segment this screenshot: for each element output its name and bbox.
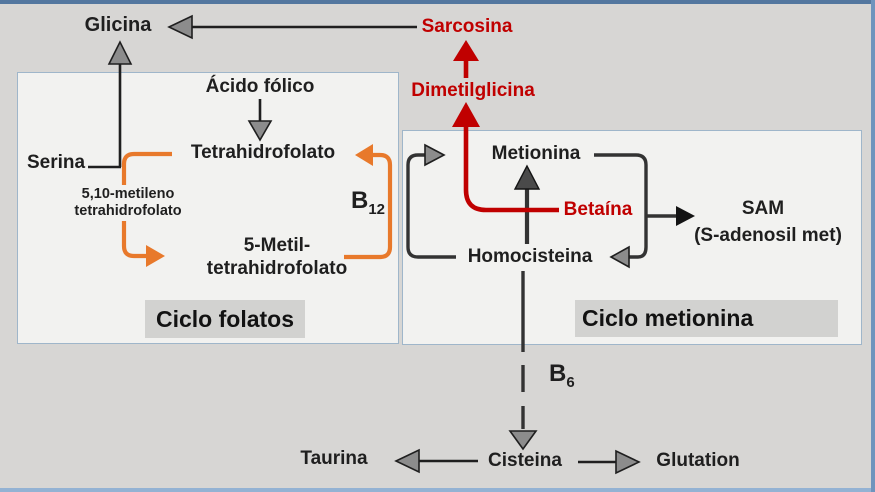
line-metionina-to-homocisteina-loop bbox=[594, 153, 648, 259]
node-cisteina: Cisteina bbox=[488, 450, 562, 471]
node-5-10-metileno-line1: 5,10-metileno bbox=[81, 186, 175, 202]
cofactor-b12-base: B bbox=[351, 187, 369, 214]
node-dimetilglicina: Dimetilglicina bbox=[411, 80, 535, 101]
line-5metil-to-tetrahidrofolato-orange bbox=[344, 152, 393, 260]
arrowhead-to-tetrahidrofolato-down bbox=[247, 120, 273, 142]
arrowhead-to-sam-right bbox=[676, 206, 695, 226]
arrowhead-to-5metil-right bbox=[146, 245, 165, 267]
node-metionina: Metionina bbox=[491, 143, 581, 164]
node-5-metil-tetrahidrofolato: 5-Metil- tetrahidrofolato bbox=[207, 234, 347, 280]
methionine-cycle-label: Ciclo metionina bbox=[575, 300, 838, 337]
arrowhead-to-metionina-up bbox=[513, 164, 541, 190]
arrowhead-to-tetrahidrofolato-left bbox=[355, 144, 373, 166]
node-betaina: Betaína bbox=[563, 199, 633, 220]
node-taurina: Taurina bbox=[300, 448, 368, 469]
node-glutation: Glutation bbox=[656, 450, 740, 471]
arrowhead-to-sarcosina-up bbox=[453, 40, 479, 61]
cofactor-b6-base: B bbox=[549, 360, 567, 387]
frame-top-strip bbox=[0, 0, 875, 4]
node-5-10-metileno-tetrahidrofolato: 5,10-metileno tetrahidrofolato bbox=[71, 185, 185, 221]
arrowhead-to-homocisteina-left bbox=[609, 245, 630, 269]
frame-right-strip bbox=[871, 0, 875, 492]
arrowhead-to-metionina-right bbox=[424, 143, 446, 167]
line-serina-to-glicina bbox=[88, 64, 122, 169]
arrowhead-to-dimetilglicina-up bbox=[452, 102, 480, 127]
frame-bottom-strip bbox=[0, 488, 875, 492]
arrowhead-to-taurina-left bbox=[394, 448, 420, 474]
node-5-metil-line1: 5-Metil- bbox=[243, 235, 311, 256]
node-sam: SAM bbox=[741, 198, 785, 219]
node-glicina: Glicina bbox=[84, 14, 152, 36]
node-serina: Serina bbox=[27, 152, 86, 173]
node-5-10-metileno-line2: tetrahidrofolato bbox=[74, 203, 182, 219]
cofactor-b12: B12 bbox=[351, 187, 386, 218]
node-tetrahidrofolato: Tetrahidrofolato bbox=[190, 142, 336, 163]
cofactor-b6-sub: 6 bbox=[566, 373, 575, 391]
arrowhead-to-glutation-right bbox=[615, 449, 641, 475]
node-acido-folico: Ácido fólico bbox=[205, 76, 315, 97]
node-homocisteina: Homocisteina bbox=[467, 246, 593, 267]
cofactor-b6: B6 bbox=[549, 360, 575, 391]
cofactor-b12-sub: 12 bbox=[368, 200, 386, 218]
line-betaina-to-dimetilglicina bbox=[463, 127, 559, 213]
arrowhead-to-glicina-left bbox=[167, 14, 193, 40]
node-sam-subtitle: (S-adenosil met) bbox=[694, 225, 842, 246]
node-5-metil-line2: tetrahidrofolato bbox=[206, 258, 348, 279]
folate-cycle-label: Ciclo folatos bbox=[145, 300, 305, 338]
arrowhead-to-cisteina-down bbox=[508, 430, 538, 451]
line-homocisteina-to-metionina-loop bbox=[406, 153, 456, 259]
node-sarcosina: Sarcosina bbox=[421, 16, 513, 37]
arrowhead-to-glicina-up bbox=[107, 40, 133, 65]
